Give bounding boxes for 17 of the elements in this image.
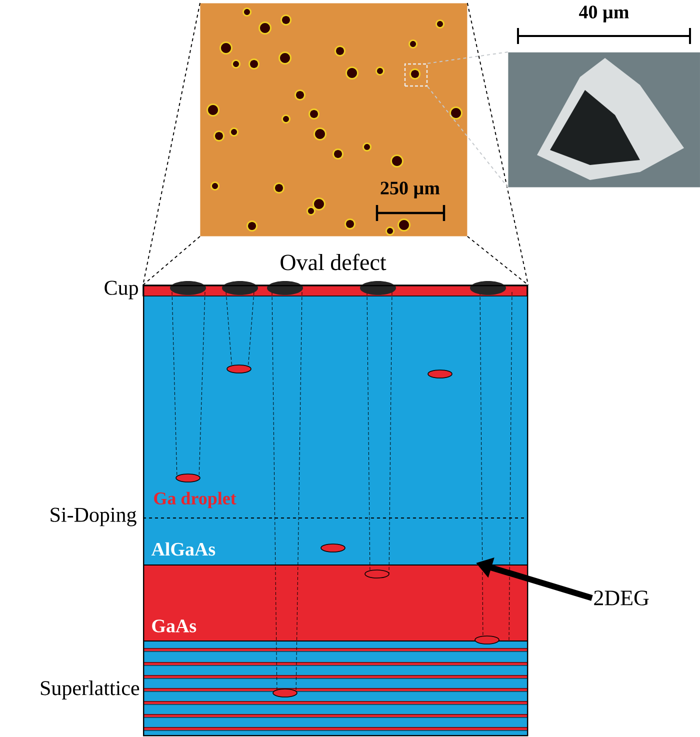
zoom-line xyxy=(142,2,200,286)
micrograph-picture xyxy=(200,3,468,236)
layer-stack xyxy=(143,285,528,736)
zoom-line xyxy=(466,236,529,286)
selection-square xyxy=(404,63,428,87)
layer-label: GaAs xyxy=(152,620,196,632)
zoom-line xyxy=(142,236,200,286)
zoom-line xyxy=(466,2,529,286)
scale-label: 250 µm xyxy=(380,182,440,198)
scale-label: 40 µm xyxy=(579,6,629,22)
zoom-line xyxy=(427,52,508,64)
zoom-line xyxy=(427,86,508,188)
layer-label: Cup xyxy=(104,280,138,300)
layer-label: AlGaAs xyxy=(151,542,216,556)
layer-label: 2DEG xyxy=(594,590,649,606)
droplet-label: Ga droplet xyxy=(154,492,236,508)
sem-picture xyxy=(508,52,700,188)
